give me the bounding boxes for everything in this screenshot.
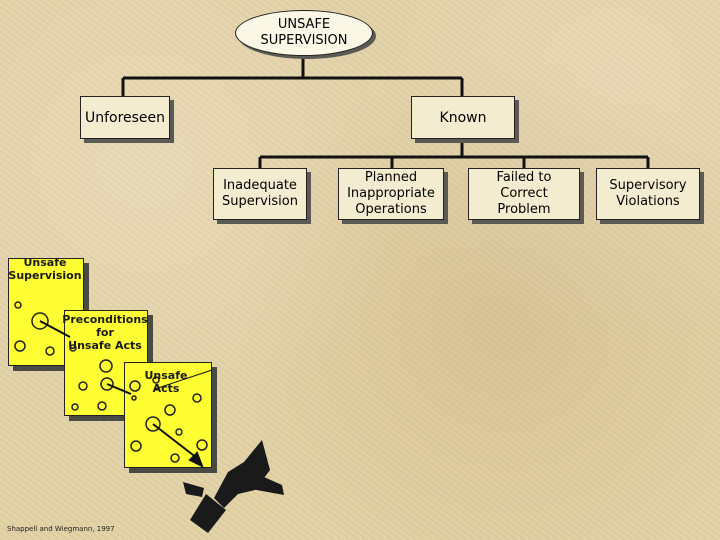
trajectory-segment bbox=[39, 320, 71, 338]
layer3-line2: Acts bbox=[152, 382, 180, 395]
hole bbox=[100, 377, 114, 391]
hole bbox=[69, 344, 77, 352]
unforeseen-node: Unforeseen bbox=[80, 96, 170, 139]
layer2-line1: Preconditions bbox=[62, 313, 148, 326]
supervisory-violations-node: Supervisory Violations bbox=[596, 168, 700, 220]
hole bbox=[31, 312, 49, 330]
root-line2: SUPERVISION bbox=[260, 33, 348, 48]
layer1-line2: Supervision bbox=[8, 269, 82, 282]
trajectory-arrowhead bbox=[188, 451, 204, 469]
failed-line2: Correct bbox=[500, 186, 548, 201]
planned-line1: Planned bbox=[364, 170, 418, 185]
hole bbox=[97, 401, 107, 411]
hole bbox=[78, 381, 88, 391]
hole bbox=[129, 380, 141, 392]
violations-line2: Violations bbox=[616, 194, 680, 209]
hole bbox=[71, 403, 79, 411]
jet-body bbox=[214, 440, 270, 508]
hole bbox=[175, 428, 183, 436]
layer1-line1: Unsafe bbox=[23, 256, 67, 269]
root-line1: UNSAFE bbox=[277, 17, 331, 32]
hole bbox=[99, 359, 113, 373]
hole bbox=[170, 453, 180, 463]
jet-wing bbox=[246, 470, 284, 495]
layer2-line2: for bbox=[96, 326, 114, 339]
pointer-line bbox=[154, 369, 213, 390]
layer2-line3: Unsafe Acts bbox=[68, 339, 142, 352]
hole bbox=[192, 393, 202, 403]
layer-label-preconditions: Preconditions for Unsafe Acts bbox=[62, 313, 148, 352]
failed-to-correct-problem-node: Failed to Correct Problem bbox=[468, 168, 580, 220]
trajectory-segment bbox=[152, 423, 198, 459]
layer-label-unsafe-acts: Unsafe Acts bbox=[126, 369, 206, 395]
hole bbox=[131, 395, 137, 401]
unsafe-supervision-node: UNSAFE SUPERVISION bbox=[235, 10, 373, 56]
inadequate-line1: Inadequate bbox=[223, 178, 297, 193]
inadequate-supervision-node: Inadequate Supervision bbox=[213, 168, 307, 220]
inadequate-line2: Supervision bbox=[222, 194, 298, 209]
known-label: Known bbox=[439, 109, 487, 126]
violations-line1: Supervisory bbox=[609, 178, 687, 193]
hole bbox=[14, 340, 26, 352]
layer-label-unsafe-supervision: Unsafe Supervision bbox=[4, 256, 86, 282]
hole bbox=[152, 376, 160, 384]
hole bbox=[14, 301, 22, 309]
layer3-line1: Unsafe bbox=[144, 369, 188, 382]
hole bbox=[145, 416, 161, 432]
planned-line3: Operations bbox=[355, 202, 427, 217]
planned-inappropriate-operations-node: Planned Inappropriate Operations bbox=[338, 168, 444, 220]
trajectory-segment bbox=[106, 383, 132, 395]
hole bbox=[196, 439, 208, 451]
citation: Shappell and Wiegmann, 1997 bbox=[7, 525, 115, 533]
hole bbox=[130, 440, 142, 452]
failed-line1: Failed to bbox=[496, 170, 552, 185]
jet-wing-broken bbox=[190, 494, 226, 533]
planned-line2: Inappropriate bbox=[347, 186, 435, 201]
jet-fragment bbox=[183, 482, 204, 497]
known-node: Known bbox=[411, 96, 515, 139]
failed-line3: Problem bbox=[497, 202, 551, 217]
hole bbox=[45, 346, 55, 356]
hole bbox=[164, 404, 176, 416]
unforeseen-label: Unforeseen bbox=[84, 109, 166, 126]
